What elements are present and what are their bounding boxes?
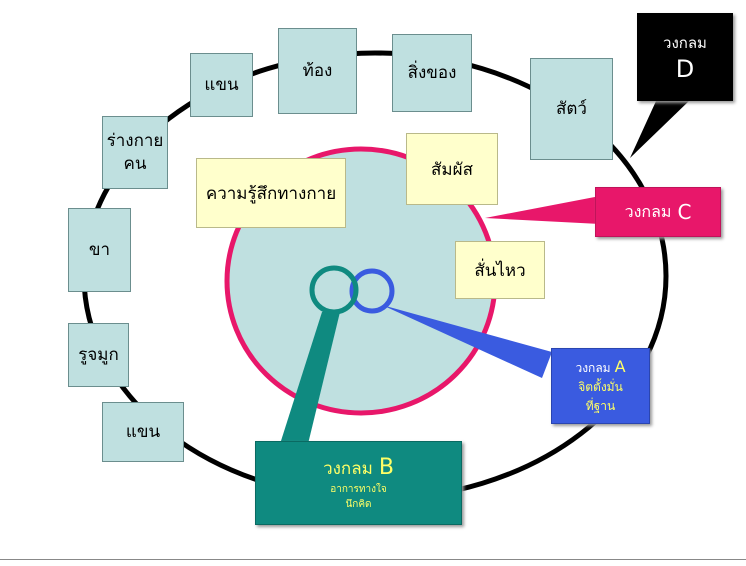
label-a-line3: ที่ฐาน bbox=[585, 398, 616, 413]
box-leg-label: ขา bbox=[88, 239, 111, 260]
label-b-title: วงกลม bbox=[323, 458, 373, 479]
bottom-divider bbox=[0, 559, 746, 560]
box-animal-label: สัตว์ bbox=[556, 98, 587, 119]
label-a-title: วงกลม bbox=[575, 360, 611, 375]
box-room-label: ท้อง bbox=[302, 60, 333, 81]
box-nostril-label: รูจมูก bbox=[78, 344, 119, 365]
box-arm-top: แขน bbox=[190, 53, 253, 117]
label-c-letter: C bbox=[677, 200, 692, 224]
box-tremble-label: สั่นไหว bbox=[474, 260, 526, 281]
label-d: วงกลม D bbox=[637, 13, 733, 101]
label-a-letter: A bbox=[614, 356, 626, 376]
label-c: วงกลม C bbox=[595, 187, 721, 237]
box-touch-label: สัมผัส bbox=[431, 159, 473, 180]
box-body-feeling-label: ความรู้สึกทางกาย bbox=[205, 183, 337, 204]
box-body-label-1: ร่างกาย bbox=[106, 130, 164, 151]
box-nostril: รูจมูก bbox=[68, 323, 129, 387]
box-arm-bottom-label: แขน bbox=[125, 421, 161, 442]
label-b-line2: อาการทางใจ bbox=[330, 483, 387, 495]
box-body-label-2: คน bbox=[123, 153, 147, 174]
box-room: ท้อง bbox=[278, 28, 357, 114]
box-things-label: สิ่งของ bbox=[407, 62, 457, 83]
box-leg: ขา bbox=[68, 208, 131, 292]
label-a: วงกลม A จิตตั้งมั่น ที่ฐาน bbox=[551, 348, 650, 424]
circle-a bbox=[349, 268, 395, 314]
box-tremble: สั่นไหว bbox=[455, 241, 545, 299]
box-animal: สัตว์ bbox=[530, 58, 613, 160]
box-arm-top-label: แขน bbox=[204, 74, 239, 95]
pointer-d bbox=[630, 88, 690, 158]
pointer-b bbox=[280, 312, 340, 444]
label-c-title: วงกลม bbox=[624, 201, 672, 221]
label-a-line2: จิตตั้งมั่น bbox=[578, 379, 623, 394]
label-b-line3: นึกคิด bbox=[345, 498, 372, 510]
label-b-letter: B bbox=[378, 454, 394, 480]
box-body-feeling: ความรู้สึกทางกาย bbox=[196, 158, 346, 228]
box-touch: สัมผัส bbox=[406, 133, 498, 205]
box-arm-bottom: แขน bbox=[102, 402, 184, 462]
pointer-c bbox=[485, 196, 600, 224]
box-body: ร่างกาย คน bbox=[102, 116, 168, 189]
label-b: วงกลม B อาการทางใจ นึกคิด bbox=[255, 441, 462, 525]
circle-b bbox=[309, 265, 359, 315]
label-d-title: วงกลม bbox=[663, 34, 707, 52]
label-d-letter: D bbox=[675, 55, 695, 83]
pointer-a bbox=[382, 305, 552, 378]
box-things: สิ่งของ bbox=[392, 34, 472, 112]
